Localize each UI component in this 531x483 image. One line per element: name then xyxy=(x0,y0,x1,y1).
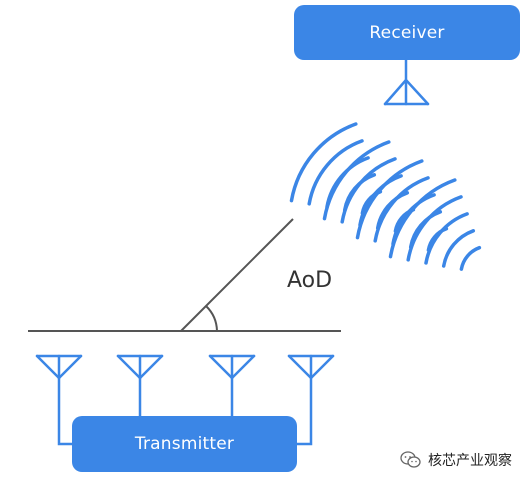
receiver-box: Receiver xyxy=(294,5,520,60)
wave-arc xyxy=(307,139,364,206)
wave-arc xyxy=(355,159,424,240)
watermark-text: 核芯产业观察 xyxy=(428,453,512,469)
transmitter-box: Transmitter xyxy=(72,416,297,472)
wave-arc xyxy=(388,178,457,259)
aod-label: AoD xyxy=(287,268,333,293)
wave-arc xyxy=(340,157,397,224)
wave-arc xyxy=(322,140,391,221)
receiver-label: Receiver xyxy=(369,22,445,43)
antenna-icon xyxy=(208,354,256,418)
wechat-logo-icon xyxy=(400,451,421,468)
signal-waves-icon xyxy=(289,122,482,271)
transmitter-label: Transmitter xyxy=(134,434,235,454)
antenna-icon xyxy=(287,354,335,446)
angle-arc xyxy=(205,305,218,332)
departure-ray xyxy=(180,218,294,332)
wave-arc xyxy=(424,212,469,265)
transmitter-antennas xyxy=(35,354,335,446)
antenna-icon xyxy=(35,354,83,446)
receiver-antenna-icon xyxy=(383,58,430,106)
antenna-icon xyxy=(116,354,164,418)
wave-arc xyxy=(289,122,358,203)
wave-arc xyxy=(459,245,482,271)
wave-arc xyxy=(373,176,430,243)
wave-arc xyxy=(441,229,476,268)
wave-arc xyxy=(406,195,463,262)
watermark: 核芯产业观察 xyxy=(400,448,512,472)
